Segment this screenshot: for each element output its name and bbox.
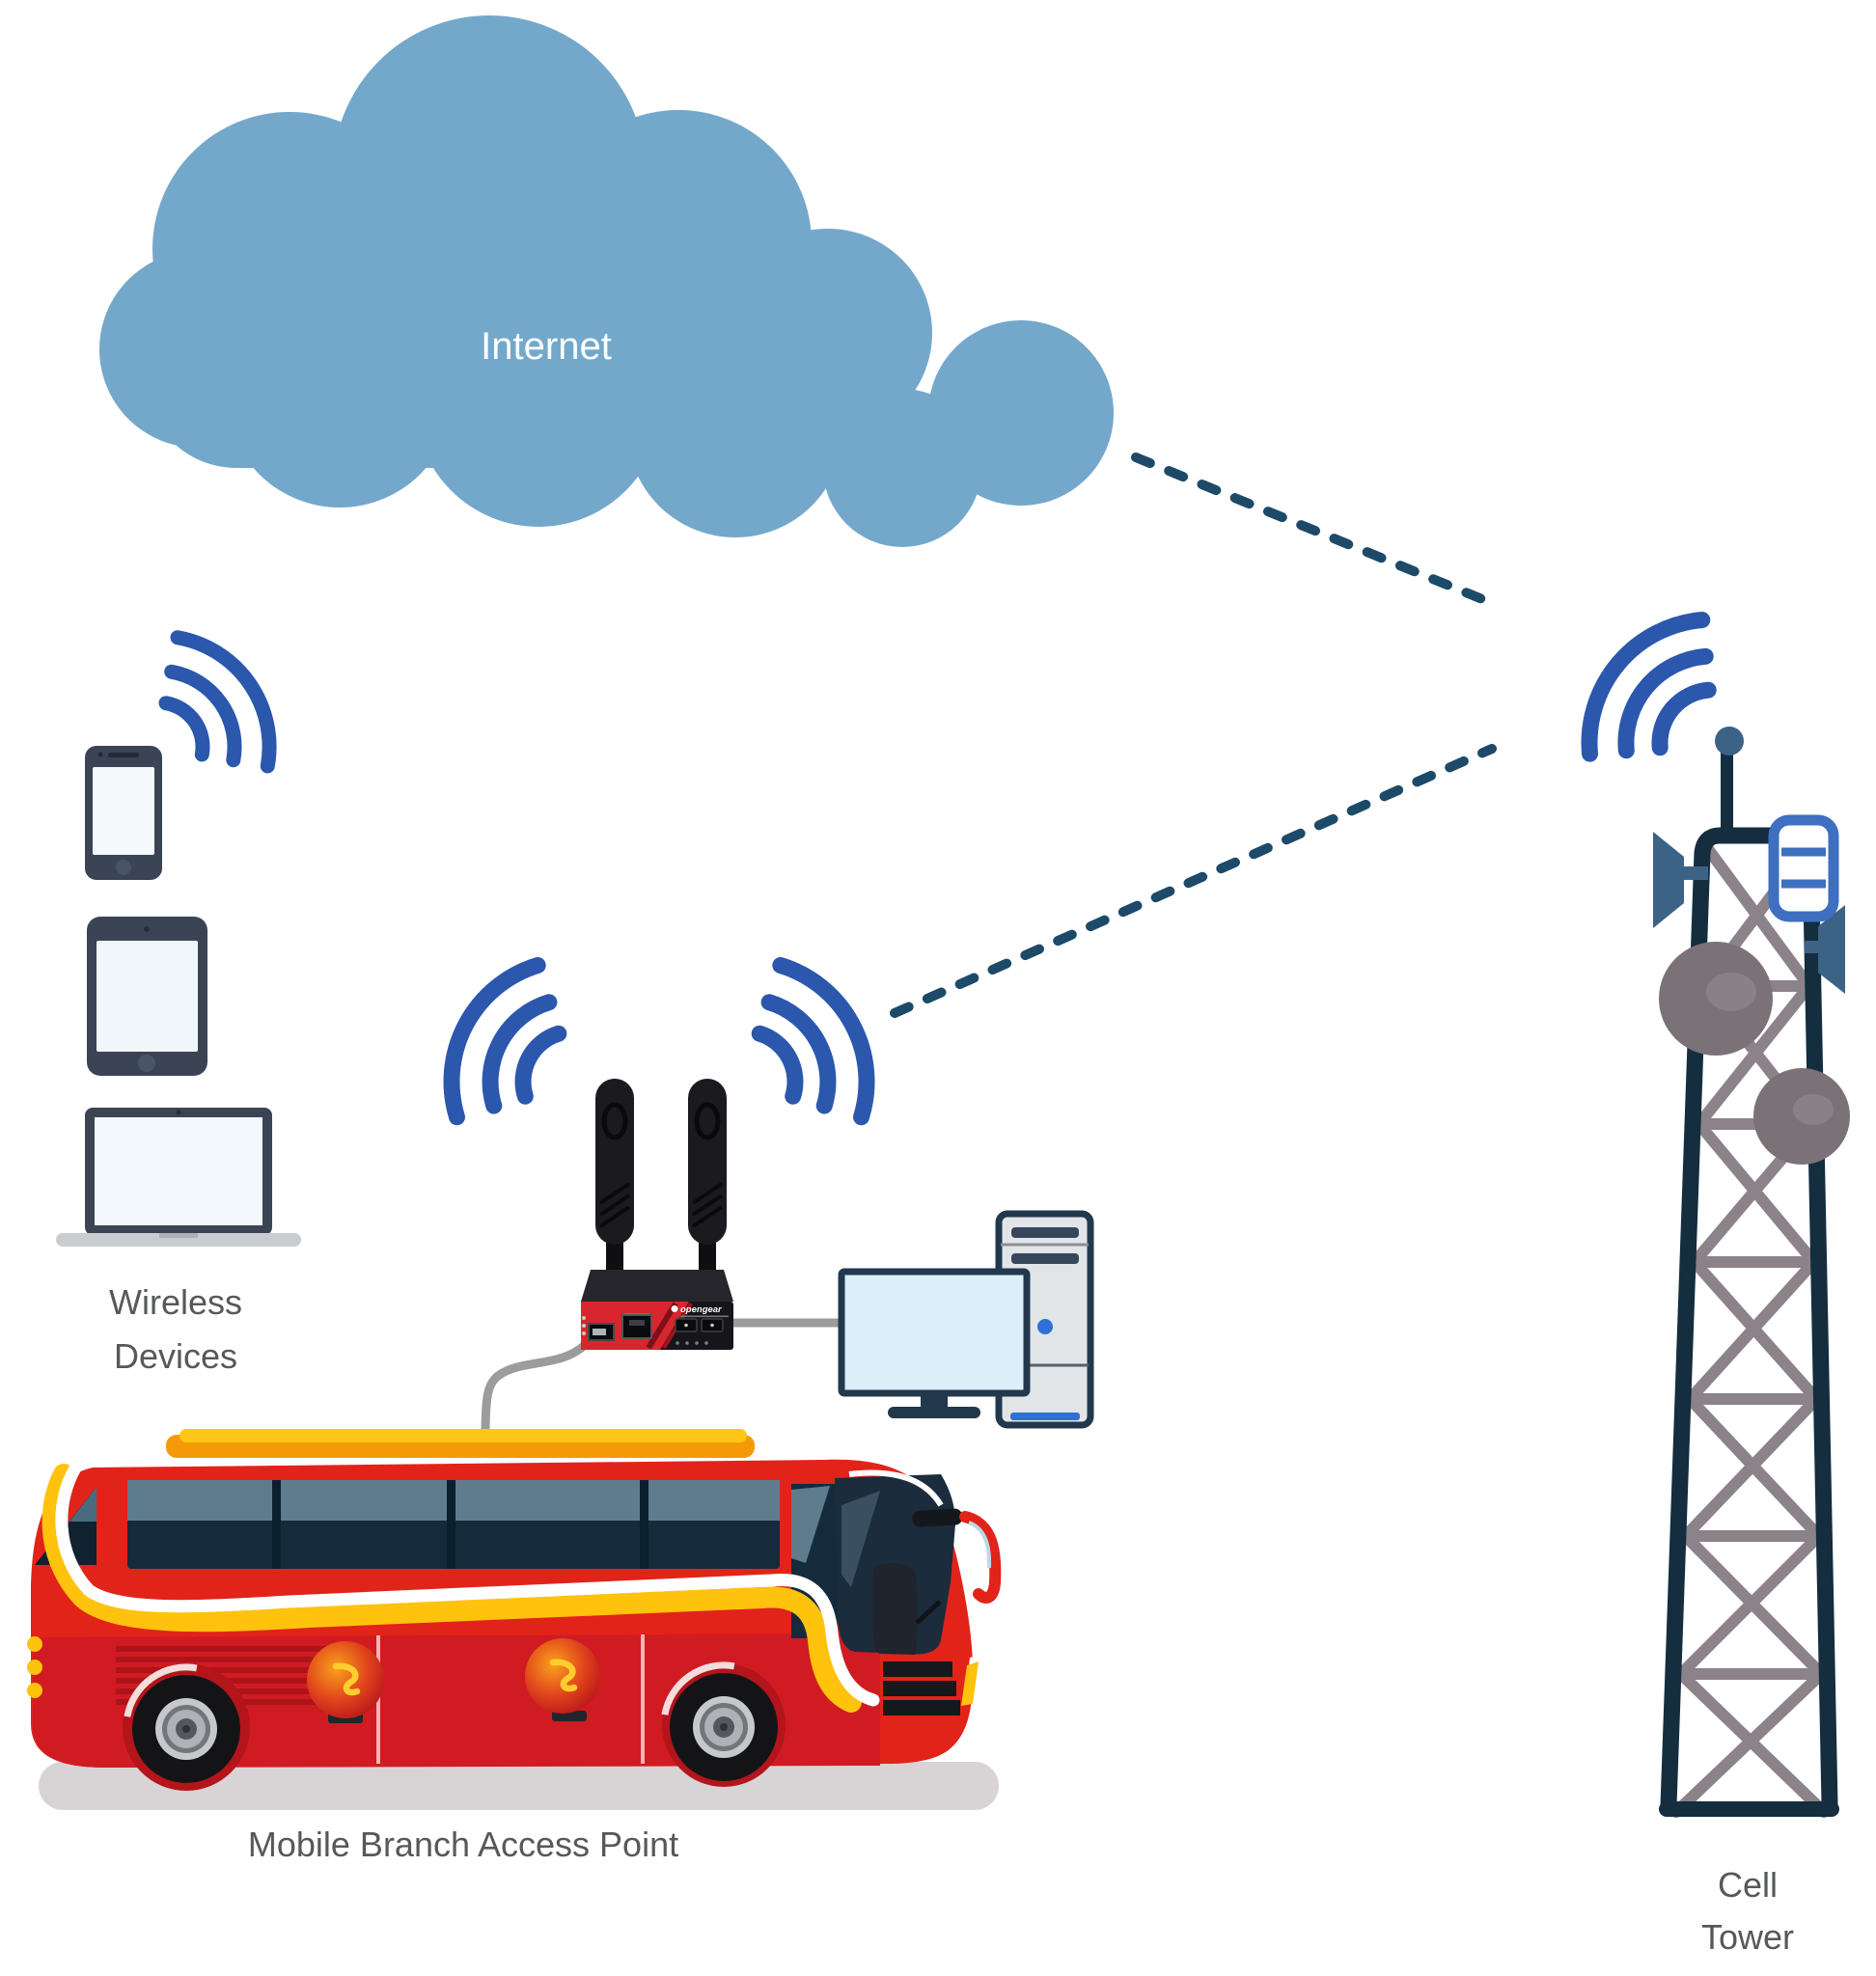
router-antenna [688, 1079, 727, 1270]
door-steps [883, 1661, 960, 1715]
driver-seat [872, 1563, 918, 1655]
bus-wheel [123, 1663, 250, 1791]
opengear-logo-icon [671, 1305, 678, 1312]
mobile-branch-access-point-label: Mobile Branch Access Point [248, 1825, 678, 1864]
tower-mast [1721, 751, 1733, 842]
dashed-links [890, 453, 1504, 1018]
sfp-port [588, 1323, 615, 1341]
bus-wheel [661, 1661, 786, 1787]
front-mirror-arm [959, 1511, 1002, 1604]
panel-antenna [1653, 832, 1708, 928]
computer-monitor [838, 1268, 1031, 1418]
status-leds [582, 1316, 586, 1335]
white-stripe [55, 1455, 880, 1707]
cloud-icon [99, 15, 1114, 547]
nose-stripe-yellow [961, 1661, 979, 1706]
bus-logo [307, 1641, 384, 1718]
microwave-drum [1659, 942, 1773, 1056]
yellow-stripe [41, 1464, 862, 1713]
sim-slot [701, 1318, 724, 1332]
smartphone-icon [85, 746, 162, 880]
laptop-icon [56, 1108, 301, 1247]
router-icon: opengear [581, 1079, 733, 1350]
ethernet-port [621, 1313, 652, 1339]
wireless-devices-label-line1: Wireless [109, 1282, 242, 1322]
desktop-computer-icon [838, 1210, 1094, 1429]
internet-cloud: Internet [99, 15, 1114, 547]
mobile-branch-access-point-group: opengear [27, 957, 1002, 1864]
power-button [1037, 1319, 1053, 1334]
windshield-trim [848, 1469, 944, 1507]
antenna-array [1768, 814, 1839, 922]
bus-logo [525, 1638, 600, 1714]
bus-icon [27, 1429, 1002, 1810]
sim-slot [675, 1318, 698, 1332]
internet-label: Internet [481, 325, 612, 368]
microwave-drum [1753, 1068, 1850, 1165]
cell-tower-icon: Cell Tower [1581, 612, 1850, 1957]
link-tower-to-router [890, 744, 1497, 1018]
wifi-signal-icon [158, 630, 277, 774]
router-antenna [595, 1079, 634, 1270]
side-mirror [912, 1508, 963, 1527]
cable-router-to-bus [481, 1340, 590, 1441]
roof-rack [166, 1429, 755, 1458]
router-brand-label: opengear [680, 1304, 723, 1315]
wifi-signal-icon [443, 957, 567, 1126]
cell-tower-label-line2: Tower [1701, 1917, 1794, 1957]
wireless-devices-group: Wireless Devices [56, 630, 301, 1376]
antenna-tip [1715, 727, 1744, 755]
wifi-signal-icon [1581, 612, 1717, 762]
front-leds [676, 1341, 708, 1345]
rear-marker-lights [27, 1636, 42, 1698]
side-windows [127, 1480, 780, 1569]
wifi-signal-icon [751, 957, 875, 1126]
link-cloud-to-tower [1131, 453, 1504, 611]
panel-antenna [1805, 905, 1845, 994]
wireless-devices-label-line2: Devices [114, 1336, 237, 1376]
cell-tower-label-line1: Cell [1718, 1865, 1778, 1905]
tablet-icon [87, 917, 207, 1076]
